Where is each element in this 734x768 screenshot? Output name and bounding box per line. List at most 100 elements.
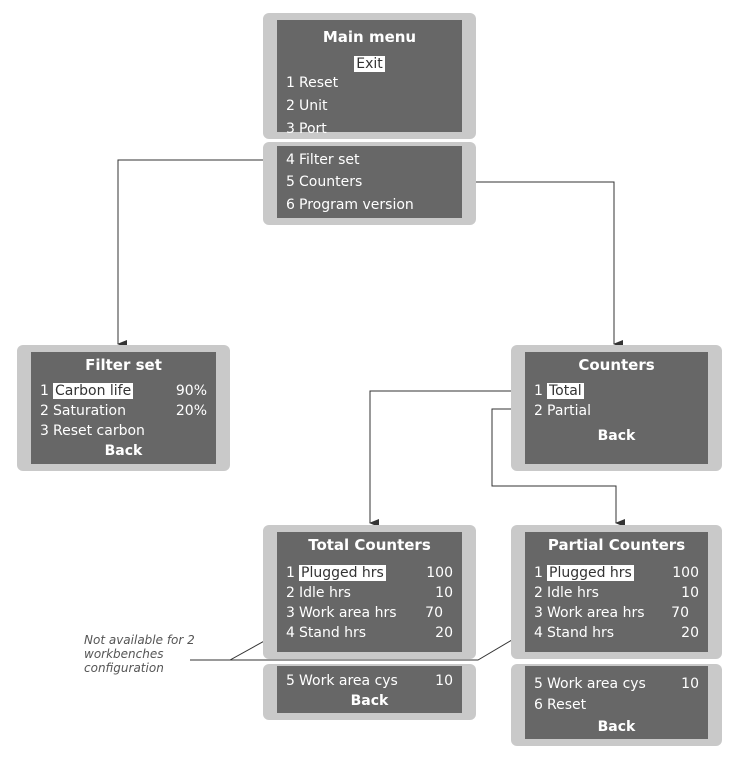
main-menu-title: Main menu	[322, 28, 417, 46]
item-number: 1	[40, 383, 49, 399]
item-number: 3	[286, 605, 295, 621]
item-label: Plugged hrs	[547, 565, 634, 581]
back-button[interactable]: Back	[597, 719, 636, 735]
exit-item[interactable]: Exit	[277, 55, 462, 73]
item-label: Idle hrs	[299, 585, 351, 601]
arrow-to-counters	[450, 181, 623, 348]
item-label: Reset	[547, 697, 587, 713]
item-label: Partial	[547, 403, 591, 419]
item-number: 6	[534, 697, 543, 713]
item-number: 4	[286, 152, 295, 168]
exit-label: Exit	[354, 56, 385, 72]
item-number: 5	[286, 673, 295, 689]
item-number: 1	[286, 75, 295, 91]
partial-counters-title: Partial Counters	[547, 536, 686, 554]
item-number: 4	[534, 625, 543, 641]
item-label: Carbon life	[53, 383, 134, 399]
item-number: 2	[286, 98, 295, 114]
arrow-to-total-counters	[369, 390, 520, 527]
filter-set-title: Filter set	[85, 356, 162, 374]
item-number: 2	[40, 403, 49, 419]
item-value: 70	[425, 605, 443, 621]
item-number: 4	[286, 625, 295, 641]
item-value: 90%	[175, 383, 207, 399]
item-number: 6	[286, 197, 295, 213]
item-value: 20	[435, 625, 453, 641]
item-value: 10	[435, 673, 453, 689]
item-label: Work area cys	[299, 673, 398, 689]
back-button[interactable]: Back	[104, 443, 143, 459]
item-number: 3	[40, 423, 49, 439]
counters-title: Counters	[578, 356, 655, 374]
item-value: 20%	[175, 403, 207, 419]
item-label: Program version	[299, 197, 414, 213]
item-label: Filter set	[299, 152, 360, 168]
item-label: Work area hrs	[299, 605, 397, 621]
item-label: Work area hrs	[547, 605, 645, 621]
item-label: Stand hrs	[299, 625, 367, 641]
item-number: 1	[286, 565, 295, 581]
item-label: Counters	[299, 174, 363, 190]
back-button[interactable]: Back	[350, 693, 389, 709]
item-number: 3	[534, 605, 543, 621]
item-label: Reset	[299, 75, 339, 91]
item-value: 20	[681, 625, 699, 641]
arrow-to-partial-counters	[491, 408, 625, 527]
note-leader-line-right	[230, 633, 523, 661]
item-label: Plugged hrs	[299, 565, 386, 581]
item-label: Work area cys	[547, 676, 646, 692]
item-number: 2	[534, 585, 543, 601]
total-counters-title: Total Counters	[308, 536, 431, 554]
item-number: 2	[286, 585, 295, 601]
item-value: 10	[435, 585, 453, 601]
item-value: 10	[681, 676, 699, 692]
availability-note: Not available for 2 workbenches configur…	[84, 633, 195, 675]
arrow-to-filter-set	[117, 159, 277, 348]
item-label: Idle hrs	[547, 585, 599, 601]
item-label: Reset carbon	[53, 423, 145, 439]
item-label: Port	[299, 121, 327, 137]
item-number: 2	[534, 403, 543, 419]
item-number: 3	[286, 121, 295, 137]
back-button[interactable]: Back	[597, 428, 636, 444]
item-value: 10	[681, 585, 699, 601]
item-number: 5	[286, 174, 295, 190]
